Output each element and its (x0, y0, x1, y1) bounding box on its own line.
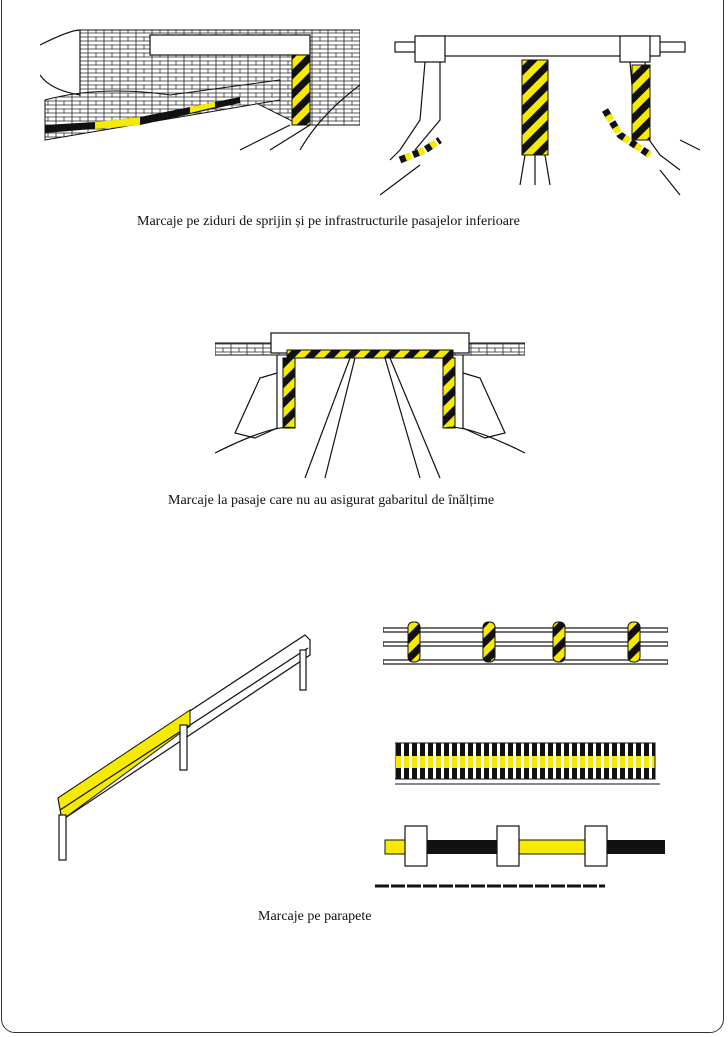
low-clearance-passage-illustration (215, 332, 525, 479)
caption-low-clearance: Marcaje la pasaje care nu au asigurat ga… (168, 493, 495, 508)
underpass-pillars-illustration (380, 35, 700, 196)
retaining-wall-illustration (40, 29, 360, 151)
caption-guardrails: Marcaje pe parapete (258, 909, 372, 924)
guardrail-posts-illustration (383, 621, 668, 665)
guardrail-blocks-illustration (375, 825, 665, 888)
guardrail-perspective-illustration (57, 634, 311, 861)
guardrail-striped-illustration (395, 742, 660, 785)
caption-retaining-walls: Marcaje pe ziduri de sprijin și pe infra… (137, 214, 520, 229)
